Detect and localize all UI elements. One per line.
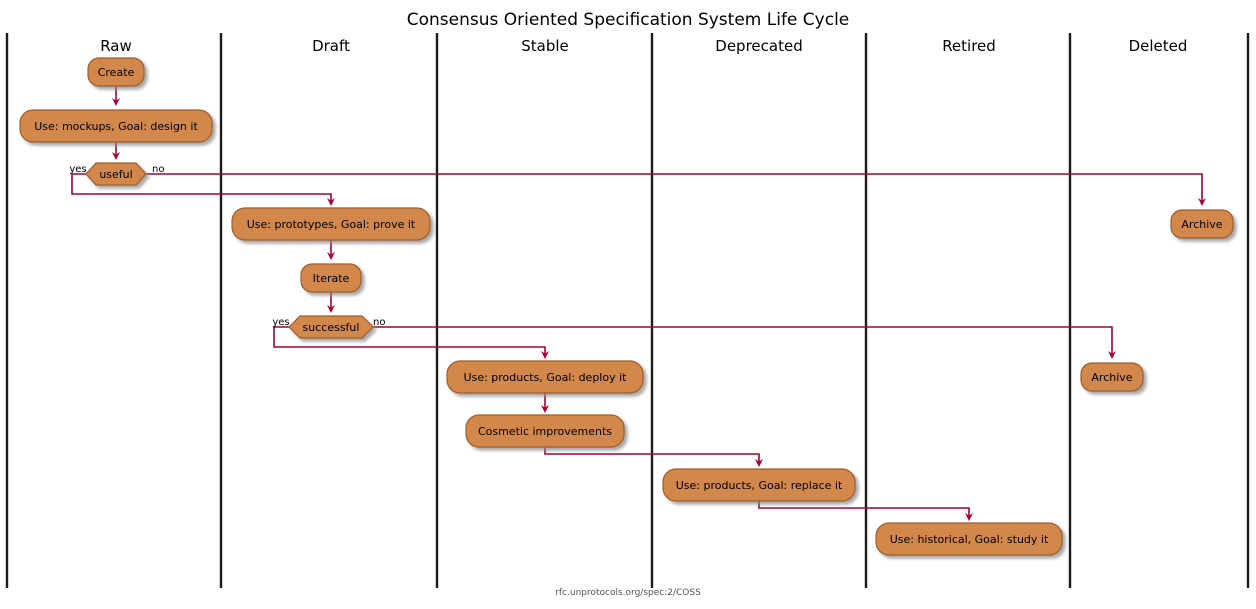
edge-useful-yes-to-draft-use xyxy=(71,173,335,206)
lane-label-raw: Raw xyxy=(100,37,132,55)
node-draft-use[interactable]: Use: prototypes, Goal: prove it xyxy=(231,207,431,241)
node-raw-use-shape[interactable] xyxy=(19,109,213,143)
node-cosmetic-improvements-label: Cosmetic improvements xyxy=(478,425,612,438)
edge-successful-yes-to-stable-use xyxy=(273,326,549,359)
node-iterate[interactable]: Iterate xyxy=(300,263,362,293)
lane-label-retired: Retired xyxy=(942,37,996,55)
node-deprecated-use[interactable]: Use: products, Goal: replace it xyxy=(662,468,856,502)
node-useful-shape[interactable] xyxy=(85,162,147,186)
node-stable-use[interactable]: Use: products, Goal: deploy it xyxy=(446,360,644,394)
node-successful-shape[interactable] xyxy=(288,315,374,339)
lane-label-draft: Draft xyxy=(312,37,350,55)
node-deprecated-use-label: Use: products, Goal: replace it xyxy=(676,479,843,492)
node-iterate-shape[interactable] xyxy=(300,263,362,293)
edge-label-successful-no: no xyxy=(373,317,385,328)
lane-dividers xyxy=(5,33,1250,588)
node-create-shape[interactable] xyxy=(87,57,145,87)
node-cosmetic-improvements[interactable]: Cosmetic improvements xyxy=(465,414,625,448)
node-cosmetic-improvements-shape[interactable] xyxy=(465,414,625,448)
node-retired-use[interactable]: Use: historical, Goal: study it xyxy=(875,522,1063,556)
edge-label-useful-no: no xyxy=(152,164,164,175)
page-title: Consensus Oriented Specification System … xyxy=(407,10,850,30)
node-useful[interactable]: useful xyxy=(85,162,147,186)
node-archive-retired-shape[interactable] xyxy=(1080,362,1144,392)
node-iterate-label: Iterate xyxy=(313,272,350,285)
node-successful[interactable]: successful xyxy=(288,315,374,339)
node-archive-deleted-label: Archive xyxy=(1181,218,1222,231)
edge-successful-no-to-archive-retired xyxy=(373,326,1116,359)
edge-label-useful-yes: yes xyxy=(69,164,86,175)
node-create-label: Create xyxy=(98,66,135,79)
edge-useful-no-to-archive-deleted xyxy=(146,173,1206,206)
node-archive-deleted[interactable]: Archive xyxy=(1170,209,1234,239)
edge-label-successful-yes: yes xyxy=(272,317,289,328)
node-draft-use-shape[interactable] xyxy=(231,207,431,241)
node-archive-deleted-shape[interactable] xyxy=(1170,209,1234,239)
lane-headers: Raw Draft Stable Deprecated Retired Dele… xyxy=(100,37,1187,55)
node-archive-retired-label: Archive xyxy=(1091,371,1132,384)
node-raw-use[interactable]: Use: mockups, Goal: design it xyxy=(19,109,213,143)
node-stable-use-shape[interactable] xyxy=(446,360,644,394)
node-retired-use-label: Use: historical, Goal: study it xyxy=(890,533,1049,546)
edge-cosmetic-to-deprecated-use xyxy=(544,447,763,467)
node-successful-label: successful xyxy=(303,321,360,334)
node-archive-retired[interactable]: Archive xyxy=(1080,362,1144,392)
edge-deprecated-use-to-retired-use xyxy=(758,501,973,521)
edges-layer xyxy=(71,86,1206,521)
lane-label-stable: Stable xyxy=(521,37,569,55)
node-draft-use-label: Use: prototypes, Goal: prove it xyxy=(247,218,416,231)
node-stable-use-label: Use: products, Goal: deploy it xyxy=(464,371,628,384)
lane-label-deleted: Deleted xyxy=(1129,37,1188,55)
node-retired-use-shape[interactable] xyxy=(875,522,1063,556)
footer-caption: rfc.unprotocols.org/spec:2/COSS xyxy=(555,588,701,598)
node-raw-use-label: Use: mockups, Goal: design it xyxy=(34,120,198,133)
node-useful-label: useful xyxy=(99,168,132,181)
lane-label-deprecated: Deprecated xyxy=(715,37,802,55)
edge-labels-layer: yes no yes no xyxy=(69,164,385,328)
node-deprecated-use-shape[interactable] xyxy=(662,468,856,502)
node-create[interactable]: Create xyxy=(87,57,145,87)
